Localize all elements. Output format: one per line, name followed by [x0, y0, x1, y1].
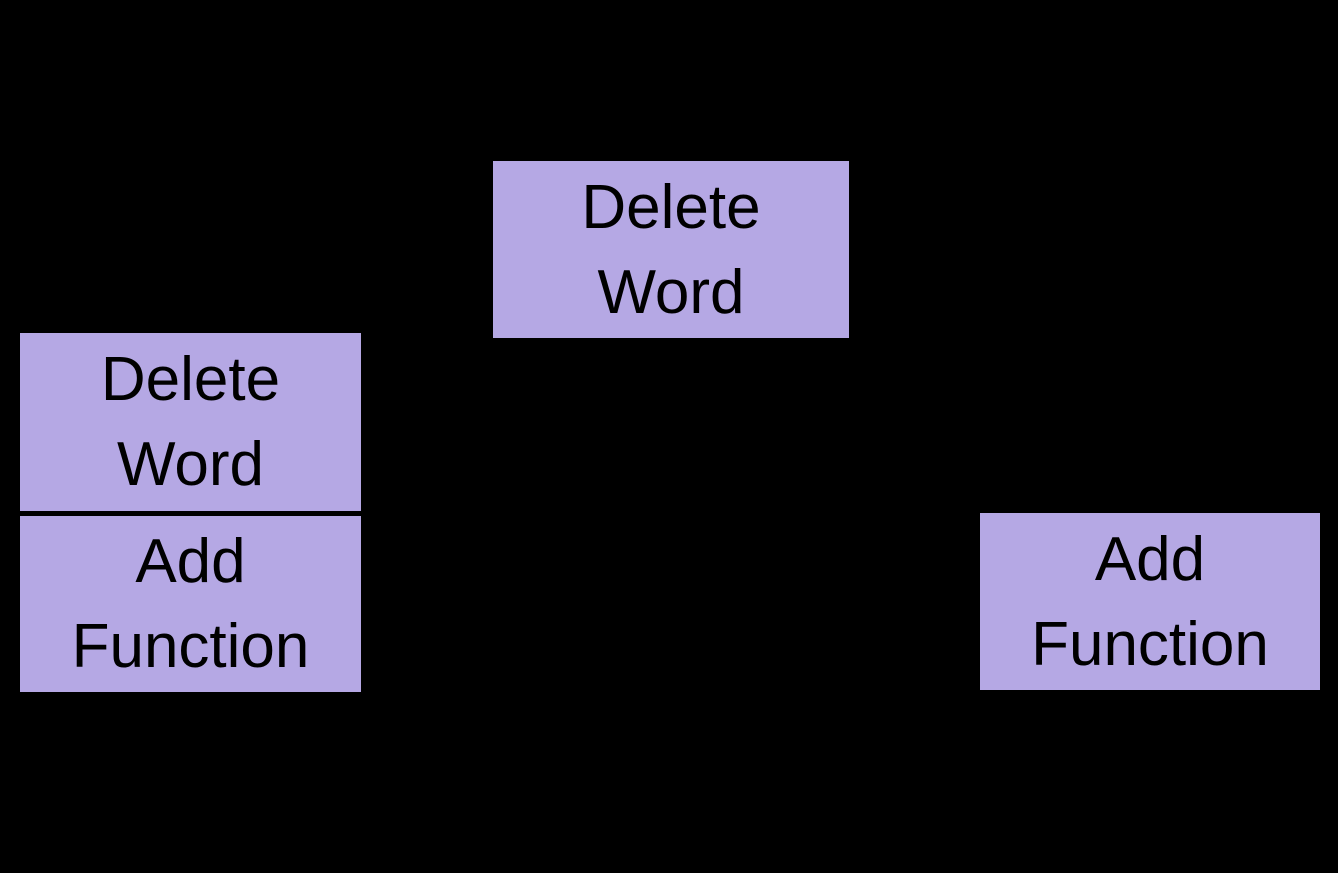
node-add-function-right[interactable]: Add Function: [980, 513, 1320, 690]
node-label-line2: Word: [116, 430, 264, 499]
node-delete-word-top[interactable]: Delete Word: [493, 161, 849, 338]
node-label-line1: Delete: [100, 345, 281, 414]
node-label-line2: Function: [71, 612, 310, 681]
node-add-function-left[interactable]: Add Function: [20, 516, 361, 692]
node-label-line2: Function: [1031, 609, 1269, 679]
node-label-line1: Add: [135, 527, 246, 596]
node-label-line2: Word: [597, 257, 745, 327]
node-delete-word-left[interactable]: Delete Word: [20, 333, 361, 511]
node-label-line1: Delete: [581, 172, 761, 242]
node-label-line1: Add: [1094, 524, 1206, 594]
